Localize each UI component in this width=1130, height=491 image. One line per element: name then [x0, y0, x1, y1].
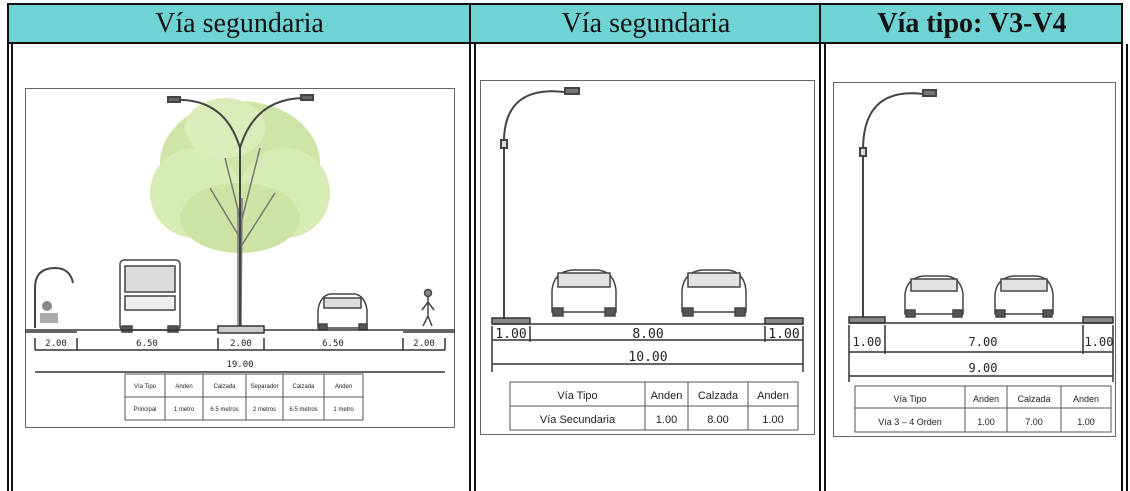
table-header-cell: Vía Tipo — [893, 394, 926, 404]
table-cell: 7.00 — [1025, 417, 1043, 427]
table-header-cell: Anden — [651, 390, 683, 402]
car-icon — [317, 293, 368, 331]
street-lamp-icon — [859, 89, 937, 318]
car-right-icon — [994, 275, 1054, 318]
table-cell: 1 metro — [333, 407, 354, 413]
table-header-cell: Vía Tipo — [134, 384, 157, 390]
dimension-label: 6.50 — [322, 339, 344, 349]
grid-line-left-inner — [11, 44, 13, 491]
table-header-cell: Anden — [175, 384, 192, 390]
dimension-label: 7.00 — [969, 335, 998, 349]
table-cell: 1.00 — [762, 414, 783, 426]
table-header-cell: Vía Tipo — [557, 390, 597, 402]
table-header-cell: Calzada — [698, 390, 739, 402]
table-cell: 1 metro — [174, 407, 195, 413]
road-surface — [491, 317, 804, 372]
header-title-2: Vía segundaria — [561, 7, 731, 39]
table-cell: Vía Secundaria — [540, 414, 616, 426]
dimension-label: 8.00 — [632, 327, 663, 342]
specs-table-principal — [124, 373, 364, 421]
grid-line-left — [7, 3, 9, 491]
table-cell: Vía 3 – 4 Orden — [878, 417, 942, 427]
grid-line-mid2-inner — [824, 44, 826, 491]
header-cell-3: Vía tipo: V3-V4 — [821, 3, 1123, 44]
specs-table-v3v4 — [854, 385, 1112, 433]
table-cell: 2 metros — [253, 407, 276, 413]
table-header-cell: Anden — [973, 394, 999, 404]
dimension-label: 6.50 — [136, 339, 158, 349]
header-title-3: Vía tipo: V3-V4 — [877, 7, 1067, 39]
dimension-label: 2.00 — [413, 339, 435, 349]
grid-line-mid1 — [469, 3, 471, 491]
table-cell: Principal — [133, 407, 156, 413]
table-header-cell: Separador — [250, 384, 278, 390]
table-header-cell: Calzada — [292, 384, 315, 390]
dimension-label: 1.00 — [768, 327, 799, 342]
road-surface — [848, 316, 1114, 382]
specs-table-secundaria — [509, 381, 799, 431]
table-header-cell: Anden — [335, 384, 352, 390]
car-left-icon — [904, 275, 964, 318]
grid-line-right-inner — [1126, 44, 1128, 491]
grid-line-mid1-inner — [474, 44, 476, 491]
grid-line-right — [1121, 3, 1123, 491]
car-left-icon — [551, 269, 617, 317]
car-right-icon — [681, 269, 747, 317]
table-cell: 1.00 — [1077, 417, 1095, 427]
table-header-cell: Calzada — [213, 384, 236, 390]
table-header-cell: Anden — [757, 390, 789, 402]
table-cell: 1.00 — [656, 414, 677, 426]
bus-icon — [119, 259, 181, 333]
table-cell: 6.5 metros — [210, 407, 238, 413]
double-street-lamp-icon — [167, 94, 314, 326]
table-cell: 6.5 metros — [289, 407, 317, 413]
dimension-label: 2.00 — [45, 339, 67, 349]
total-width-label: 19.00 — [226, 360, 253, 370]
total-width-label: 9.00 — [969, 361, 998, 375]
bench-arch-icon — [34, 266, 74, 328]
header-cell-2: Vía segundaria — [471, 3, 821, 44]
table-cell: 1.00 — [977, 417, 995, 427]
total-width-label: 10.00 — [628, 350, 667, 365]
header-cell-1: Vía segundaria — [8, 3, 471, 44]
pedestrian-icon — [421, 288, 435, 327]
road-surface — [25, 325, 455, 373]
dimension-label: 2.00 — [230, 339, 252, 349]
table-cell: 8.00 — [707, 414, 728, 426]
dimension-label: 1.00 — [1085, 335, 1114, 349]
header-title-1: Vía segundaria — [155, 7, 324, 39]
street-lamp-icon — [500, 87, 580, 320]
dimension-label: 1.00 — [853, 335, 882, 349]
grid-line-mid2 — [819, 3, 821, 491]
table-header-cell: Anden — [1073, 394, 1099, 404]
dimension-label: 1.00 — [495, 327, 526, 342]
table-header-cell: Calzada — [1017, 394, 1050, 404]
